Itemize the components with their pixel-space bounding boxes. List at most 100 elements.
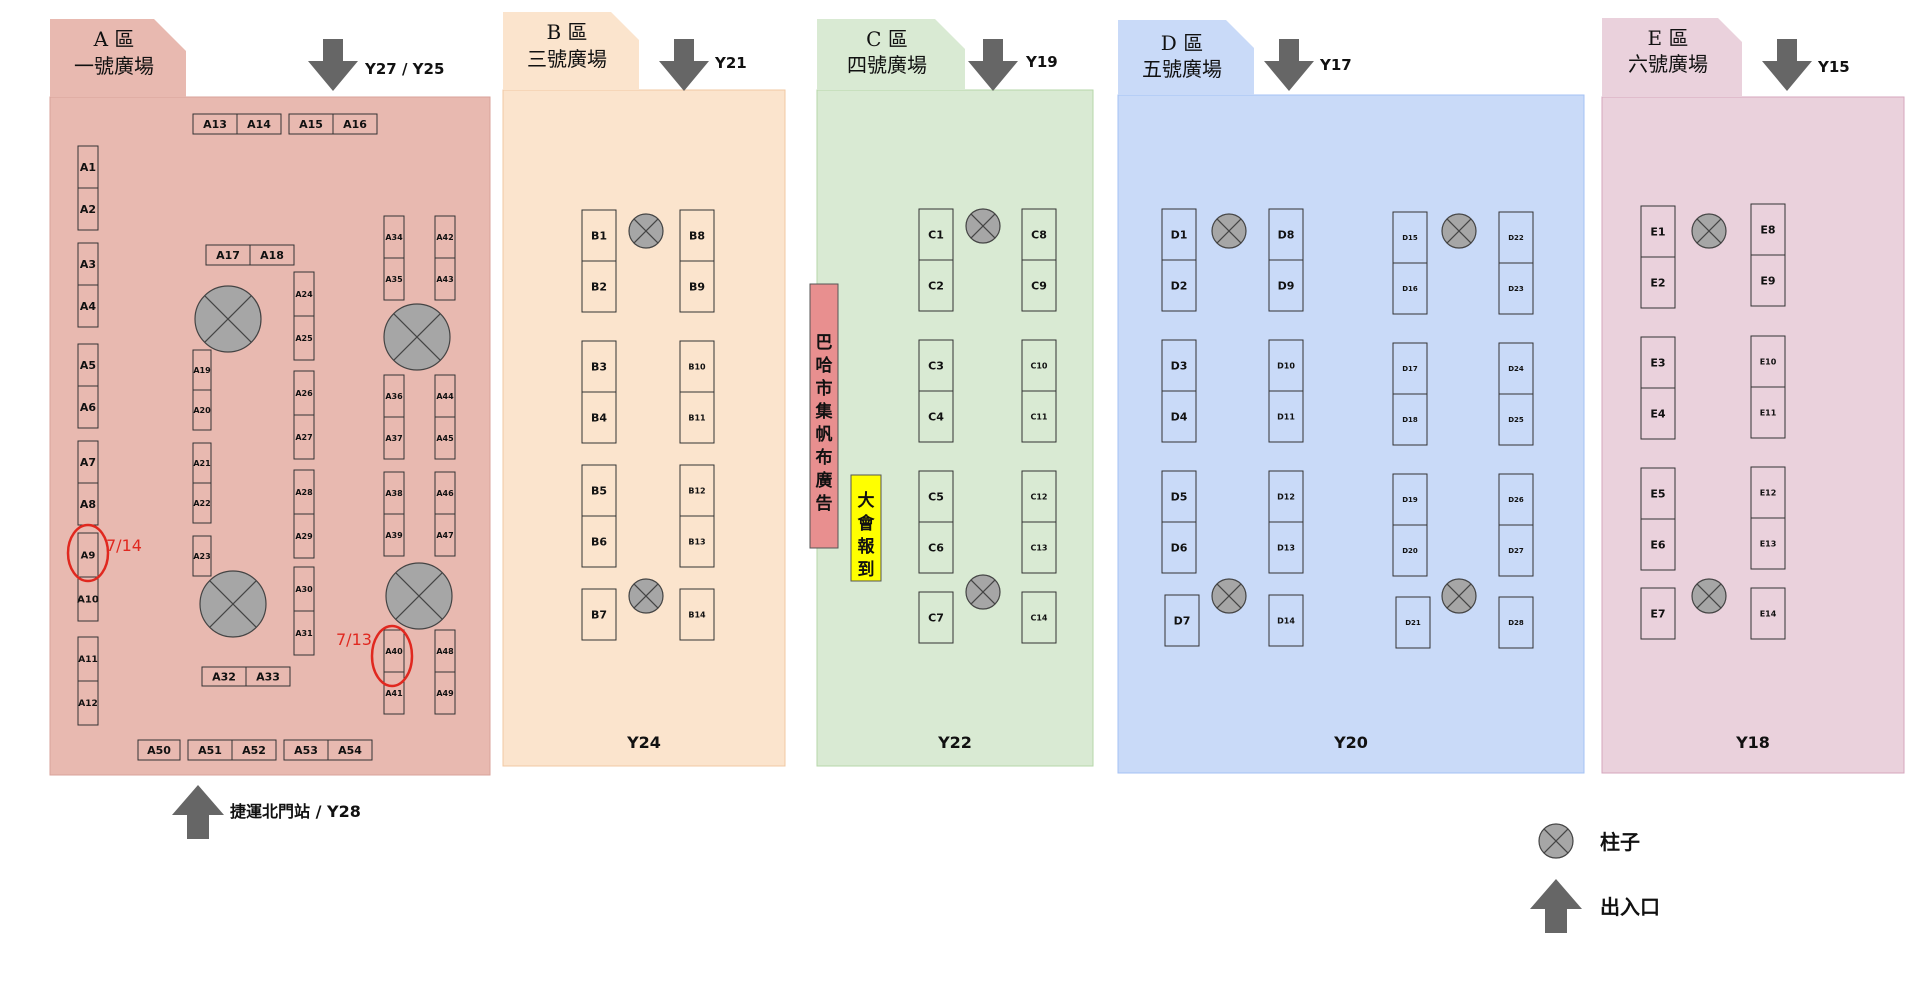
booth-label: C2	[928, 279, 944, 292]
booth-a52	[231, 739, 277, 761]
booth-label: D18	[1402, 416, 1418, 424]
booth-label: C14	[1030, 613, 1047, 622]
booth-label: D21	[1405, 619, 1421, 627]
booth-b10	[679, 340, 715, 393]
booth-c3	[918, 339, 954, 392]
booth-label: D19	[1402, 496, 1418, 504]
top-exit-label: Y17	[1319, 56, 1352, 74]
booth-e8	[1750, 203, 1786, 256]
pillar-cross	[633, 218, 659, 244]
booth-b14	[679, 588, 715, 641]
booth-a41	[383, 671, 405, 715]
pillar-icon	[628, 578, 664, 614]
booth-d17	[1392, 342, 1428, 395]
pillar-cross	[970, 213, 996, 239]
booth-label: E12	[1760, 488, 1777, 497]
booth-label: A45	[436, 434, 454, 443]
booth-label: D9	[1278, 279, 1295, 292]
zone-plaza: 一號廣場	[74, 54, 154, 78]
booth-label: B1	[591, 229, 607, 242]
entrance-arrow-icon	[308, 39, 358, 91]
booth-c4	[918, 390, 954, 443]
booth-e3	[1640, 336, 1676, 389]
booth-label: A29	[295, 532, 313, 541]
zone-panel	[502, 89, 786, 767]
booth-label: A47	[436, 531, 453, 540]
booth-d6	[1161, 521, 1197, 574]
reception-char: 大	[858, 490, 875, 511]
bottom-exit-label: Y22	[937, 733, 972, 752]
booth-label: A39	[385, 531, 403, 540]
pillar-cross	[1543, 828, 1569, 854]
booth-label: D4	[1171, 410, 1188, 423]
zone-tab	[1118, 20, 1254, 95]
booth-a50	[137, 739, 181, 761]
booth-label: A51	[198, 744, 222, 757]
booth-c6	[918, 521, 954, 574]
booth-label: D17	[1402, 365, 1418, 373]
booth-label: B3	[591, 360, 607, 373]
reception-char: 到	[858, 560, 875, 580]
bottom-exit-label: Y24	[626, 733, 661, 752]
booth-d20	[1392, 524, 1428, 577]
entrance-arrow-icon	[968, 39, 1018, 91]
banner-char: 市	[816, 378, 833, 399]
booth-label: E5	[1650, 487, 1665, 500]
booth-d18	[1392, 393, 1428, 446]
booth-a43	[434, 257, 456, 301]
booth-label: A6	[80, 401, 97, 414]
booth-label: A22	[193, 499, 210, 508]
booth-label: A10	[77, 595, 99, 606]
zone-plaza: 五號廣場	[1142, 57, 1222, 81]
banner-char: 告	[816, 493, 833, 514]
zone-plaza: 四號廣場	[847, 53, 927, 77]
booth-a23	[192, 535, 212, 577]
zone-name: A 區	[93, 27, 135, 51]
booth-label: D10	[1277, 361, 1295, 370]
top-exit-label: Y19	[1025, 53, 1058, 71]
booth-label: B9	[689, 280, 705, 293]
bottom-exit-label: Y18	[1735, 733, 1770, 752]
booth-label: D5	[1171, 490, 1188, 503]
booth-label: A25	[295, 334, 313, 343]
pillar-cross	[1446, 218, 1472, 244]
booth-a39	[383, 513, 405, 557]
booth-label: A4	[80, 300, 97, 313]
booth-label: A12	[78, 699, 98, 709]
booth-d25	[1498, 393, 1534, 446]
entrance-arrow-icon	[1264, 39, 1314, 91]
pillar-icon	[1211, 578, 1247, 614]
highlight-circle	[370, 624, 414, 688]
zone-tab	[50, 19, 186, 97]
pillar-icon	[1211, 213, 1247, 249]
booth-label: D20	[1402, 547, 1418, 555]
booth-label: A43	[436, 275, 453, 284]
entrance-legend-icon	[1530, 879, 1582, 933]
highlight-circle	[66, 523, 110, 583]
booth-label: D22	[1508, 234, 1524, 242]
booth-a4	[77, 284, 99, 328]
booth-label: E2	[1650, 276, 1665, 289]
pillar-icon	[383, 303, 451, 371]
pillar-icon	[1441, 213, 1477, 249]
booth-c13	[1021, 521, 1057, 574]
booth-d3	[1161, 339, 1197, 392]
pillar-icon	[194, 285, 262, 353]
booth-b1	[581, 209, 617, 262]
booth-label: D28	[1508, 619, 1524, 627]
pillar-cross	[395, 572, 443, 620]
pillar-icon	[1441, 578, 1477, 614]
booth-label: D25	[1508, 416, 1524, 424]
booth-label: D12	[1277, 492, 1295, 501]
booth-label: C8	[1031, 228, 1047, 241]
top-exit-label: Y27 / Y25	[364, 60, 444, 78]
booth-label: A5	[80, 359, 96, 372]
pillar-icon	[965, 208, 1001, 244]
booth-label: B11	[688, 413, 706, 422]
booth-label: A3	[80, 258, 96, 271]
booth-label: D1	[1171, 228, 1188, 241]
booth-d1	[1161, 208, 1197, 261]
reception-desk	[850, 474, 882, 582]
bottom-exit-label: Y20	[1333, 733, 1368, 752]
